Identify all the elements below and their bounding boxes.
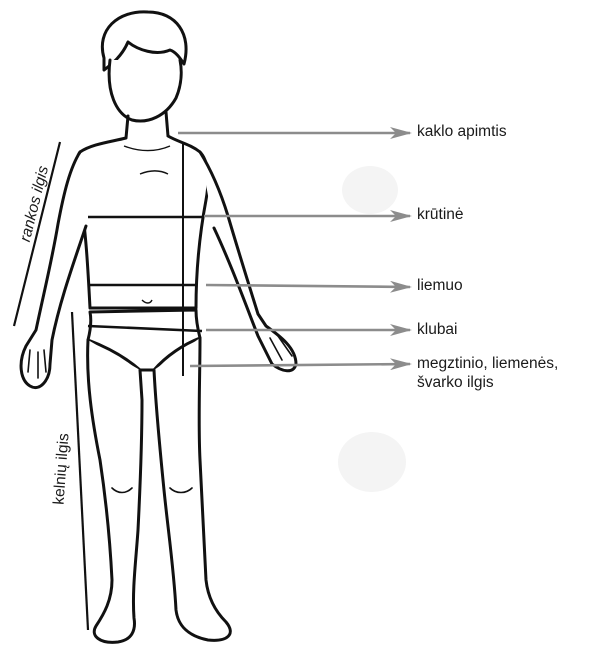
leg-length-line	[72, 312, 88, 630]
background-smudge	[338, 432, 406, 492]
waist-label: liemuo	[417, 276, 463, 295]
neck-label: kaklo apimtis	[417, 122, 507, 141]
waist-arrow	[206, 285, 410, 287]
torso	[76, 136, 208, 308]
jacket-length-label-line2: švarko ilgis	[417, 373, 494, 392]
chest-label: krūtinė	[417, 205, 464, 224]
head	[109, 60, 181, 121]
right-arm	[200, 152, 296, 371]
jacket-arrow	[190, 364, 410, 366]
right-leg	[154, 338, 230, 640]
background-smudge	[342, 166, 398, 214]
child-figure	[21, 12, 296, 642]
hips-label: klubai	[417, 320, 458, 339]
jacket-length-label-line1: megztinio, liemenės,	[417, 354, 558, 373]
